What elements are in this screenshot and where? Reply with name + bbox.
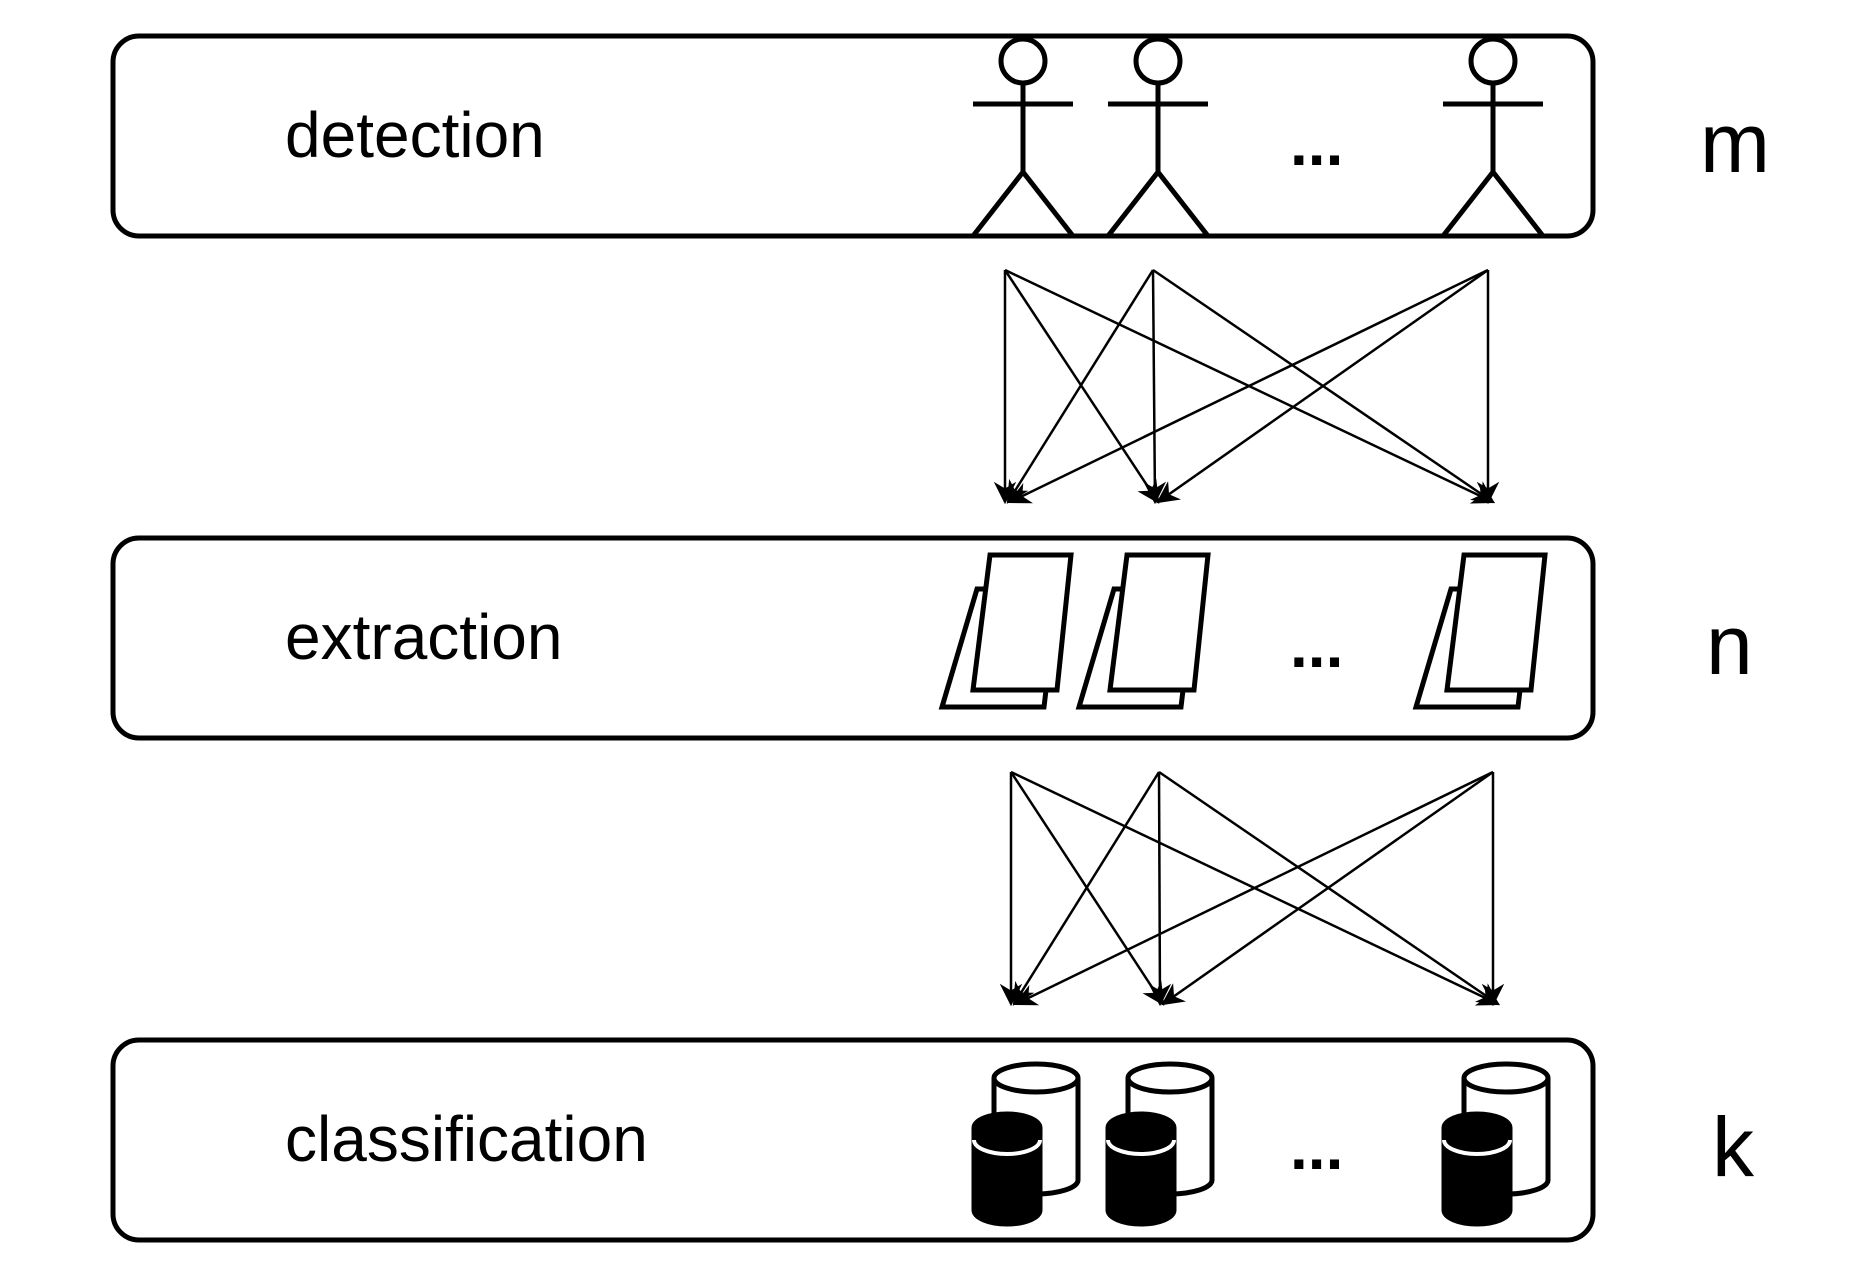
connection-arrow — [1013, 770, 1494, 1006]
connection-arrow — [1148, 771, 1172, 1007]
stage-box-extraction — [110, 535, 1596, 741]
stage-label-extraction: extraction — [285, 601, 562, 673]
connection-arrow — [1143, 269, 1167, 505]
connection-arrow — [1156, 268, 1489, 504]
person-icon — [1441, 36, 1545, 238]
person-icon — [1106, 36, 1210, 238]
connections-extraction-classification — [999, 770, 1505, 1007]
document-stack-icon — [1075, 552, 1211, 710]
connection-arrow — [1161, 770, 1494, 1006]
document-stack-icon — [938, 552, 1074, 710]
connection-arrow — [1007, 268, 1489, 504]
connections-detection-extraction — [993, 268, 1500, 505]
stage-box-detection — [110, 33, 1596, 239]
count-label-k: k — [1712, 1100, 1755, 1194]
stage-detection: detection ... m — [110, 33, 1770, 239]
stage-extraction: extraction ... n — [110, 535, 1753, 741]
count-label-m: m — [1700, 96, 1770, 190]
count-label-n: n — [1706, 598, 1753, 692]
database-icon — [1441, 1061, 1551, 1227]
stage-label-detection: detection — [285, 99, 545, 171]
ellipsis-extraction: ... — [1290, 609, 1343, 681]
connection-arrow — [1006, 269, 1155, 504]
ellipsis-classification: ... — [1290, 1111, 1343, 1183]
database-icon — [1105, 1061, 1215, 1227]
database-icon — [971, 1061, 1081, 1227]
person-icon — [971, 36, 1075, 238]
stage-classification: classification ... k — [110, 1037, 1755, 1243]
stage-box-classification — [110, 1037, 1596, 1243]
connection-arrow — [1012, 771, 1161, 1006]
document-stack-icon — [1412, 552, 1548, 710]
stage-label-classification: classification — [285, 1103, 648, 1175]
ellipsis-detection: ... — [1290, 107, 1343, 179]
